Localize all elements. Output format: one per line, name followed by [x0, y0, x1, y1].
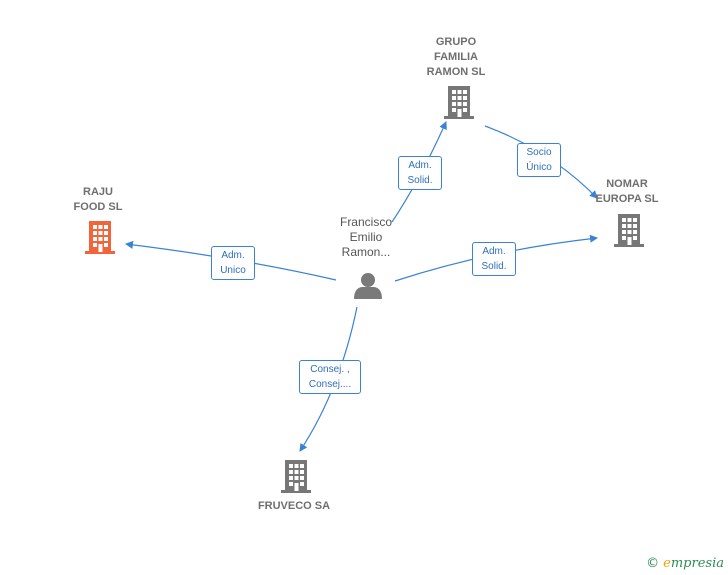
- empresia-logo: ©empresia: [646, 556, 724, 571]
- person-icon[interactable]: [354, 273, 382, 299]
- node-label-francisco-emilio-ramon[interactable]: Francisco Emilio Ramon...: [339, 215, 392, 259]
- copyright-icon: ©: [646, 556, 660, 571]
- edge-label-socio-unico: Socio Único: [517, 143, 561, 177]
- edge-label-adm-solid-grupo: Adm. Solid.: [398, 156, 442, 190]
- edge-label-consej: Consej. , Consej....: [299, 360, 361, 394]
- brand-rest: mpresia: [670, 556, 724, 571]
- node-label-raju-food[interactable]: RAJU FOOD SL: [73, 186, 123, 213]
- edge-label-adm-solid-nomar: Adm. Solid.: [472, 242, 516, 276]
- building-icon[interactable]: [281, 460, 311, 493]
- building-icon[interactable]: [444, 86, 474, 119]
- building-icon[interactable]: [85, 221, 115, 254]
- building-icon[interactable]: [614, 214, 644, 247]
- node-label-nomar-europa[interactable]: NOMAR EUROPA SL: [595, 178, 659, 205]
- brand-e: e: [663, 556, 671, 571]
- node-label-fruveco[interactable]: FRUVECO SA: [257, 500, 331, 512]
- node-label-grupo-familia-ramon[interactable]: GRUPO FAMILIA RAMON SL: [426, 36, 486, 78]
- edge-label-adm-unico: Adm. Unico: [211, 246, 255, 280]
